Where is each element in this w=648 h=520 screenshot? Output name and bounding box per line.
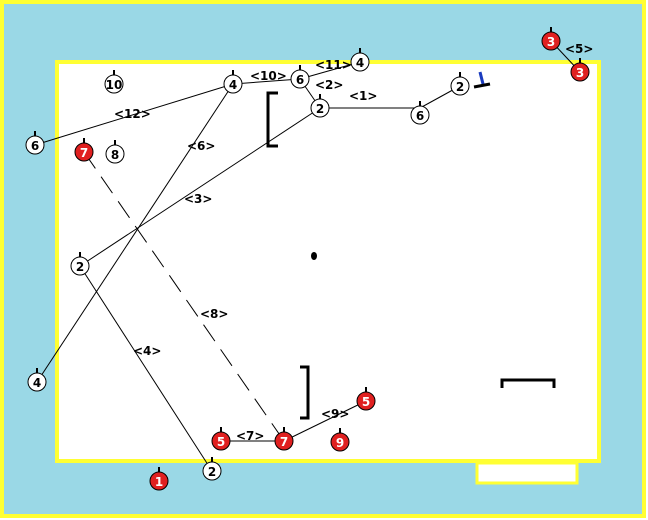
- inner-court: [55, 60, 601, 463]
- pass-line-12: [34, 83, 234, 146]
- player-red-1: 1: [149, 467, 169, 491]
- players: 10 4 6 4 2 6 2 6 8 2 4 2 3 3 7 5 7 5 9 1: [25, 27, 590, 491]
- player-white-4: 4: [223, 70, 243, 94]
- cone-icon: [478, 71, 485, 85]
- pass-line-6: [36, 83, 234, 383]
- player-white-6: 6: [290, 65, 310, 89]
- pass-label-4: <4>: [133, 344, 161, 358]
- player-white-4: 4: [350, 48, 370, 72]
- pass-label-8: <8>: [200, 307, 228, 321]
- player-white-2: 2: [310, 94, 330, 118]
- player-number: 3: [576, 66, 584, 80]
- bench-box: [475, 461, 579, 485]
- player-number: 9: [336, 436, 344, 450]
- pass-line-10: [232, 78, 301, 85]
- player-number: 4: [356, 56, 364, 70]
- player-red-3: 3: [541, 27, 561, 51]
- player-number: 4: [33, 376, 41, 390]
- pass-label-2: <2>: [315, 78, 343, 92]
- player-number: 7: [80, 146, 88, 160]
- player-red-5: 5: [211, 427, 231, 451]
- player-number: 5: [362, 395, 370, 409]
- pass-label-9: <9>: [321, 407, 349, 421]
- pass-label-10: <10>: [250, 69, 287, 83]
- player-number: 2: [316, 102, 324, 116]
- pass-label-7: <7>: [236, 429, 264, 443]
- pass-label-5: <5>: [565, 42, 593, 56]
- player-white-2: 2: [450, 72, 470, 96]
- player-red-9: 9: [330, 428, 350, 452]
- player-white-8: 8: [105, 140, 125, 164]
- player-number: 2: [456, 80, 464, 94]
- player-red-7: 7: [74, 138, 94, 162]
- player-red-7: 7: [274, 427, 294, 451]
- pass-line-4: [79, 265, 213, 472]
- player-white-2: 2: [202, 457, 222, 481]
- player-number: 6: [31, 139, 39, 153]
- ball: [311, 252, 317, 260]
- pass-line-11: [299, 61, 361, 80]
- pass-label-6: <6>: [187, 139, 215, 153]
- pass-line-9: [283, 400, 367, 442]
- player-white-6: 6: [25, 131, 45, 155]
- player-number: 6: [416, 109, 424, 123]
- player-number: 10: [106, 78, 123, 92]
- player-number: 6: [296, 73, 304, 87]
- player-white-10: 10: [104, 70, 124, 94]
- player-red-3: 3: [570, 58, 590, 82]
- player-number: 1: [155, 475, 163, 489]
- player-number: 2: [208, 465, 216, 479]
- player-number: 2: [76, 260, 84, 274]
- pass-label-3: <3>: [184, 192, 212, 206]
- player-number: 4: [229, 78, 237, 92]
- goal-left-bottom: [300, 365, 310, 420]
- pass-labels: <1> <2> <3> <4> <5> <6> <7> <8> <9> <10>…: [114, 42, 593, 443]
- player-white-4: 4: [27, 368, 47, 392]
- pass-label-12: <12>: [114, 107, 151, 121]
- player-number: 7: [280, 435, 288, 449]
- player-red-5: 5: [356, 387, 376, 411]
- pass-label-1: <1>: [349, 89, 377, 103]
- pass-line-3: [79, 107, 321, 267]
- player-white-2: 2: [70, 252, 90, 276]
- player-white-6: 6: [410, 101, 430, 125]
- player-number: 5: [217, 435, 225, 449]
- goal-right: [500, 378, 556, 388]
- player-number: 8: [111, 148, 119, 162]
- pass-label-11: <11>: [315, 58, 352, 72]
- player-number: 3: [547, 35, 555, 49]
- goal-left-top: [266, 91, 278, 148]
- cone-base-icon: [473, 82, 491, 89]
